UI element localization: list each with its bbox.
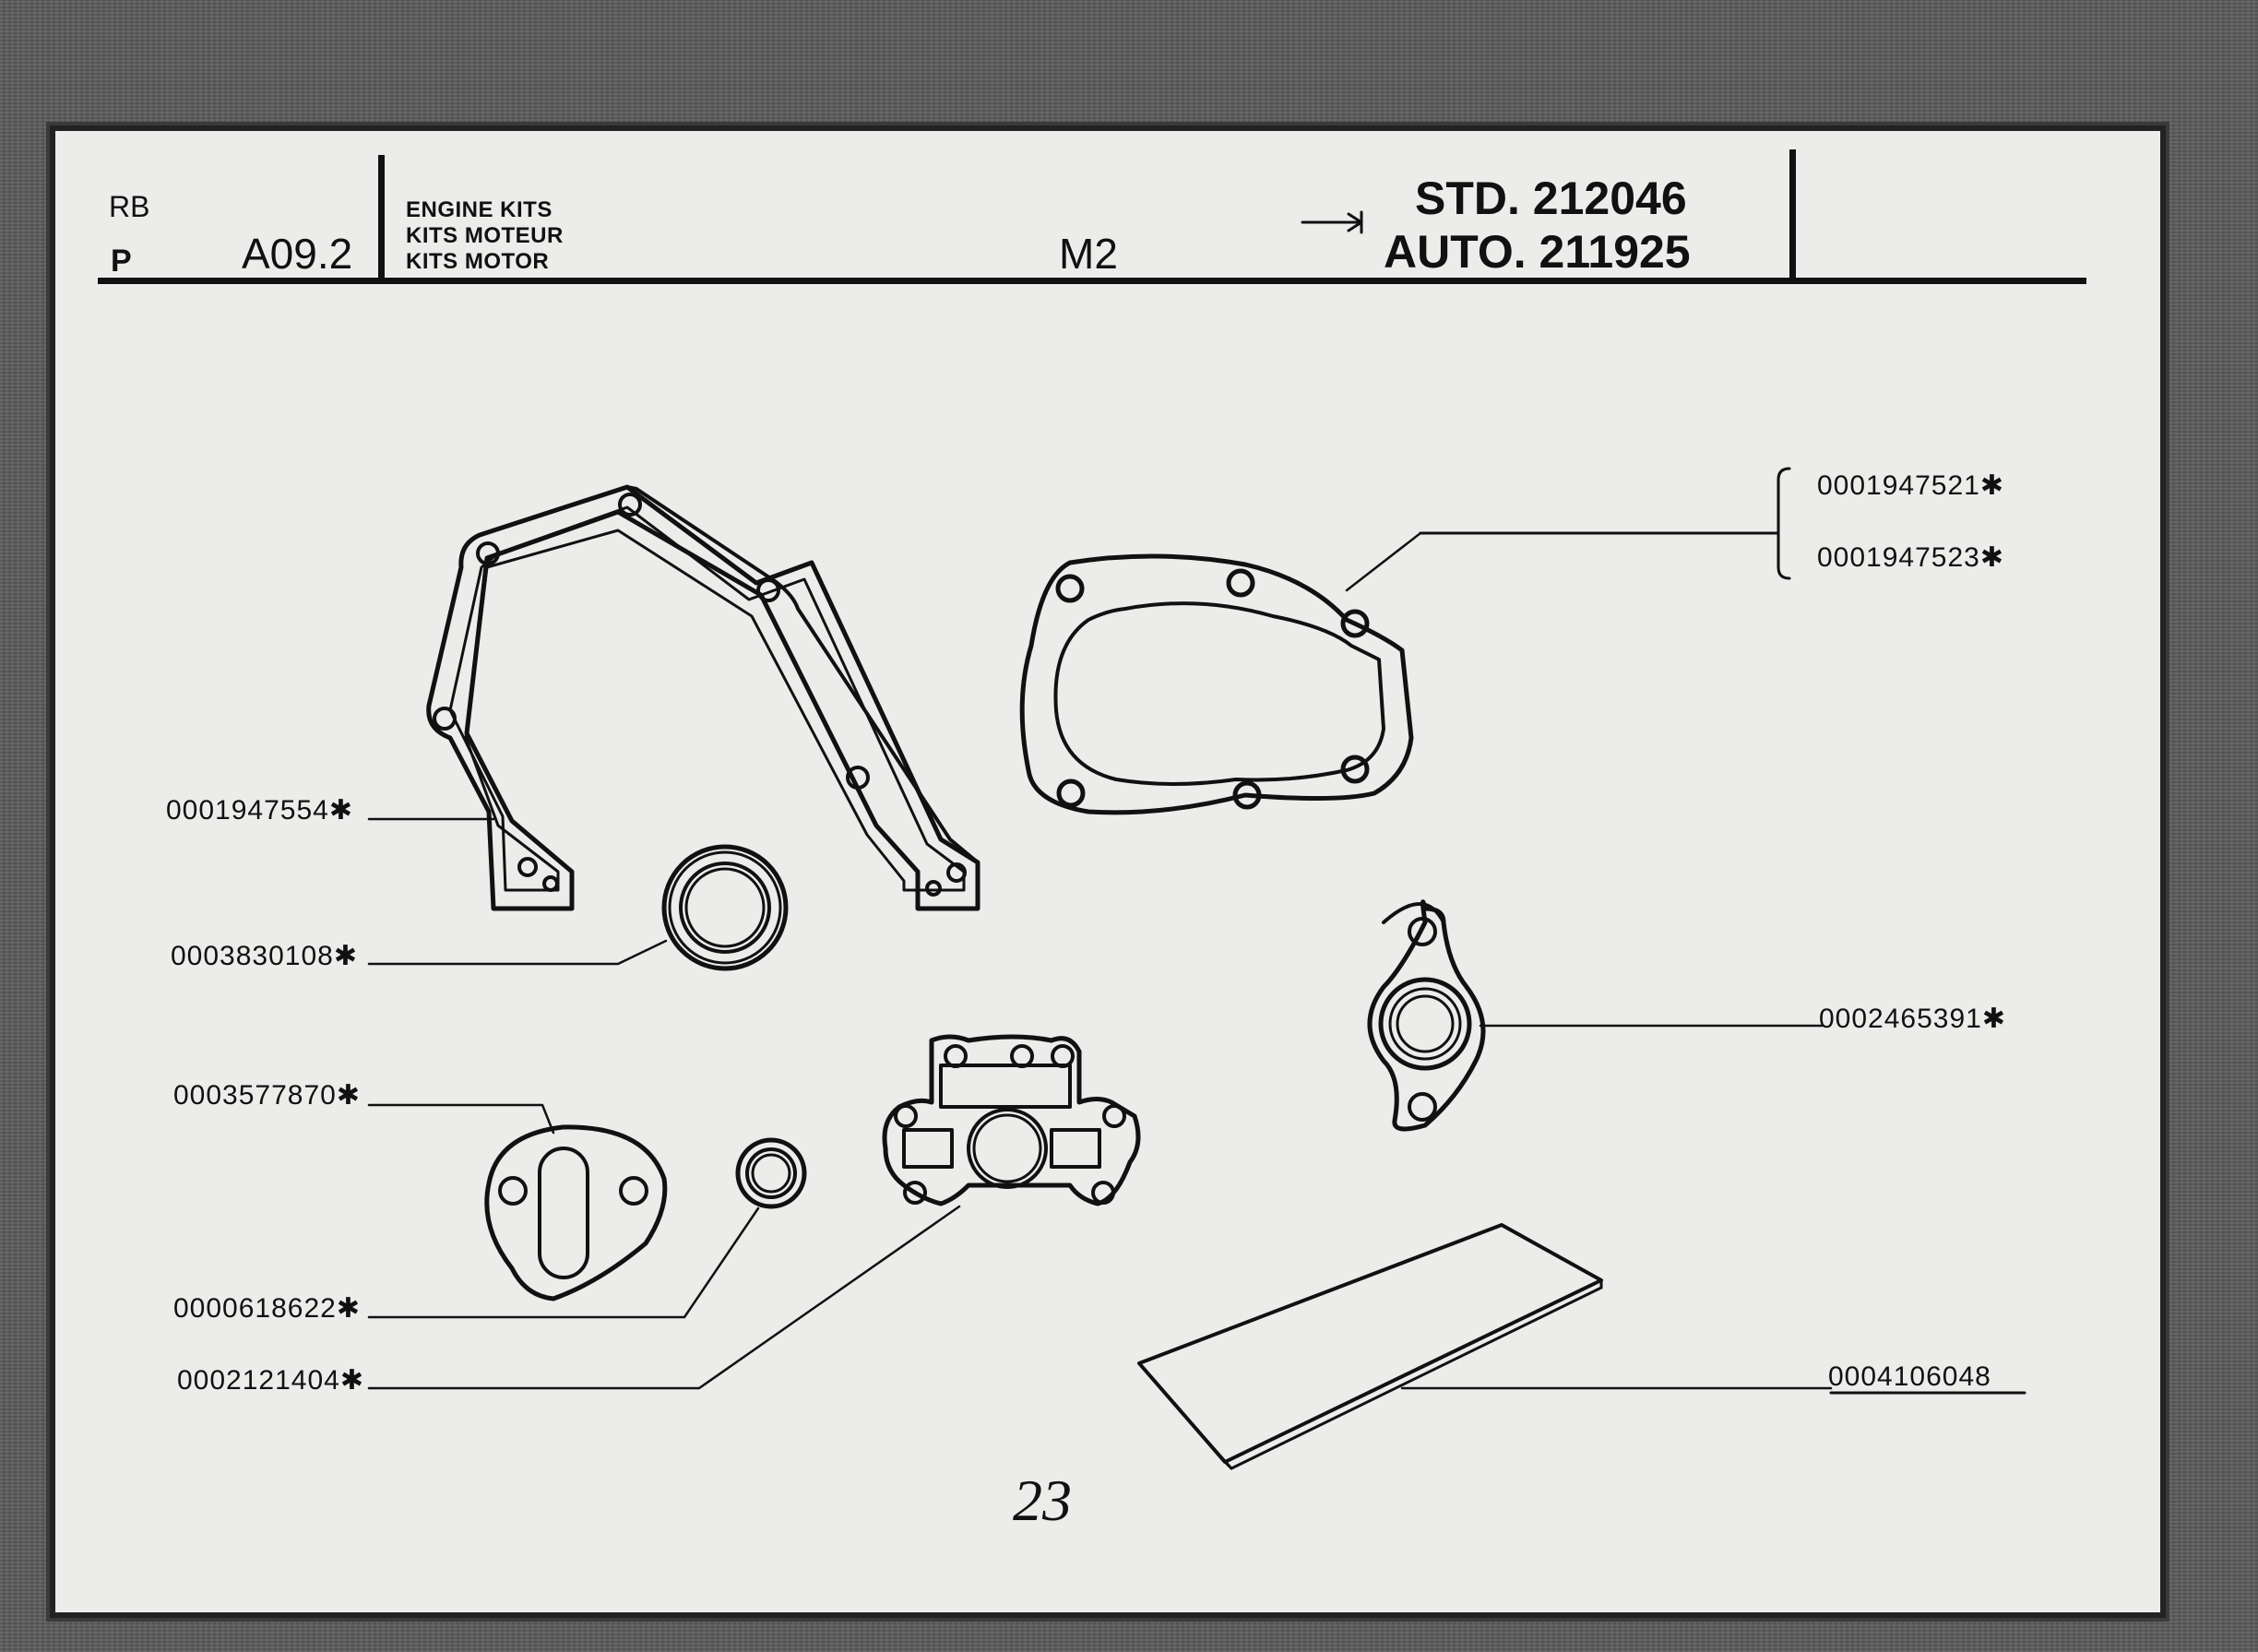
front-cover-gasket-icon (426, 484, 980, 911)
fuel-pump-gasket-icon (484, 1124, 668, 1301)
leader-water-pump (1345, 531, 1422, 592)
std-reference: STD. 212046 (1415, 172, 1687, 224)
catalog-sheet (55, 131, 2160, 1612)
small-seal-icon (735, 1137, 807, 1209)
gasket-sheet-icon (1137, 1223, 1603, 1470)
part-number-gasket-sheet: 0004106048 (1828, 1361, 1991, 1392)
auto-reference: AUTO. 211925 (1384, 226, 1691, 278)
part-number-front-seal: 0003830108✱ (171, 941, 358, 971)
header-rule (98, 278, 2086, 284)
leader-fuel-pump (367, 1103, 555, 1135)
water-pump-gasket-icon (1019, 553, 1414, 815)
part-number-front-cover: 0001947554✱ (166, 795, 353, 826)
part-number-water-pump-b: 0001947523✱ (1817, 542, 2004, 573)
manifold-gasket-icon (882, 1034, 1141, 1206)
part-number-manifold-gasket: 0002121404✱ (177, 1365, 364, 1396)
arrow-icon (1301, 210, 1363, 234)
header-code-p: P (111, 244, 132, 279)
part-number-water-pump-a: 0001947521✱ (1817, 470, 2004, 501)
front-seal-icon (661, 844, 789, 971)
section-number: A09.2 (242, 230, 353, 278)
header-code-rb: RB (109, 190, 150, 223)
leader-small-seal (367, 1206, 760, 1319)
flange-gasket-icon (1367, 899, 1486, 1132)
kit-title-es: KITS MOTOR (406, 249, 550, 274)
header-divider-left (378, 155, 385, 284)
leader-lines (367, 531, 1833, 1390)
water-pump-reference-bracket (1419, 467, 1791, 580)
model-code: M2 (1059, 230, 1118, 278)
leader-front-seal (367, 939, 668, 966)
part-number-small-seal: 0000618622✱ (173, 1293, 361, 1324)
header-divider-right (1789, 149, 1796, 284)
page-number: 23 (1013, 1468, 1072, 1533)
part-number-flange-gasket: 0002465391✱ (1819, 1004, 2006, 1034)
leader-manifold (367, 1205, 961, 1390)
part-number-fuel-pump-gasket: 0003577870✱ (173, 1080, 361, 1111)
kit-title-en: ENGINE KITS (406, 197, 553, 222)
kit-title-fr: KITS MOTEUR (406, 223, 564, 248)
